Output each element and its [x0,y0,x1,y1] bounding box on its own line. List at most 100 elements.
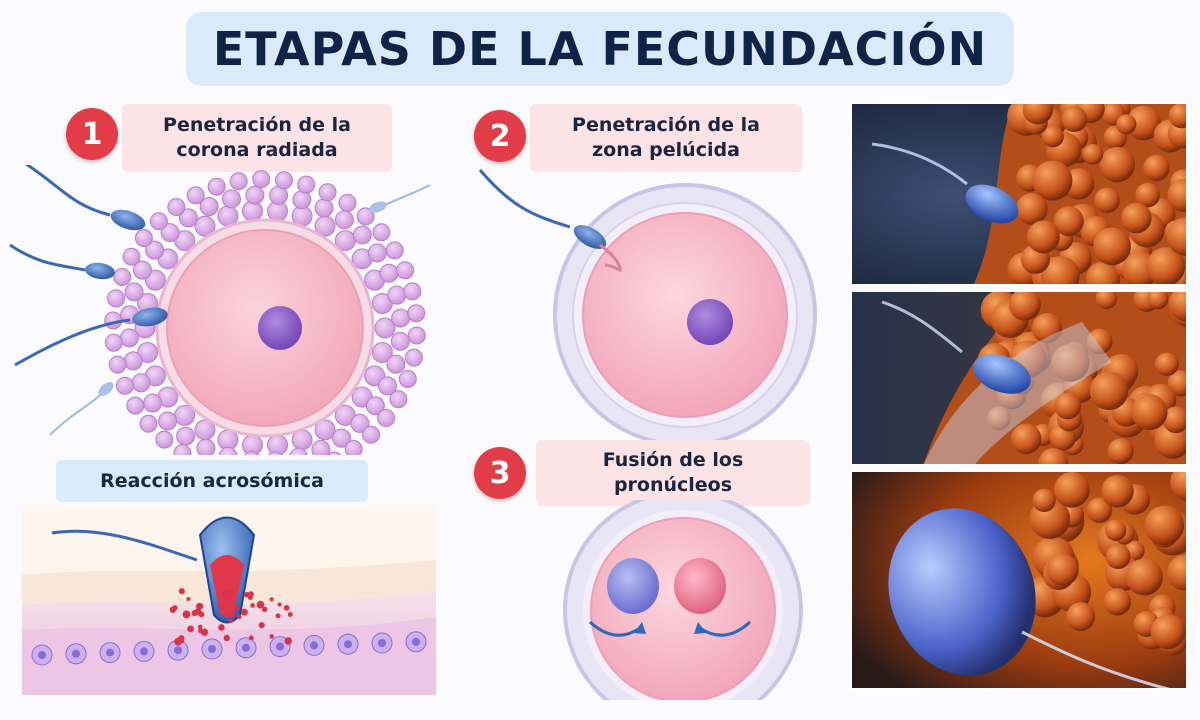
corona-cell [104,333,123,352]
corona-radiata-illustration [9,165,431,455]
corona-cell [344,439,363,455]
corona-cell [132,260,152,280]
corona-cell [122,247,141,266]
corona-cell [186,186,205,205]
cumulus-cell [1168,292,1186,322]
cumulus-cell [1032,313,1063,344]
cumulus-cell [1104,519,1127,541]
corona-cell [123,351,143,371]
membrane-cell-nucleus [344,640,352,649]
cumulus-cell [1053,206,1084,237]
cumulus-cell [1116,114,1137,135]
corona-cell [119,328,139,348]
cumulus-cell [1022,104,1054,125]
corona-cell [314,419,336,441]
corona-cell [108,355,127,374]
photo-sperm-head-1 [965,184,1019,224]
enzyme-dot [275,613,281,619]
cumulus-cell [1126,105,1161,141]
cumulus-cell [1143,154,1170,182]
corona-cell [396,261,415,280]
corona-cell [178,208,198,228]
corona-cell [314,198,334,218]
corona-cell [207,177,226,196]
enzyme-dot [178,588,185,595]
membrane-cell-nucleus [378,639,386,647]
corona-cell [387,285,407,305]
corona-cell [243,451,260,455]
membrane-cell-nucleus [38,651,46,659]
corona-cell [356,207,375,226]
corona-cell [196,438,216,455]
corona-cell [365,396,385,416]
corona-cell [173,444,192,455]
enzyme-dot [269,634,274,639]
step-2-badge: 2 [474,110,526,162]
enzyme-dot [182,610,191,619]
corona-cell [334,210,354,230]
corona-cell [407,326,426,345]
corona-cell [149,212,168,231]
corona-cell [158,411,178,431]
enzyme-dot [227,610,236,618]
cumulus-cell [1040,256,1080,284]
corona-cell [386,354,406,374]
cumulus-cell [1082,143,1104,165]
cumulus-cell [1066,602,1096,631]
corona-cell [398,370,417,389]
enzyme-dot [235,605,240,611]
cumulus-cell [1015,193,1048,225]
pronuclei-fusion-illustration [563,500,803,700]
photo-sperm-head-2 [973,354,1031,394]
cumulus-cell [1008,292,1041,321]
sperm-4 [49,382,114,436]
membrane-cell-nucleus [208,645,216,653]
corona-cells [104,170,426,455]
membrane-cell-nucleus [174,646,182,655]
step-2-label-line2: zona pelúcida [592,139,740,161]
corona-cell [289,447,308,455]
cumulus-cells-photo-3 [1024,472,1186,656]
male-pronucleus [607,558,659,614]
egg-nucleus [258,306,302,350]
enzyme-dot [217,602,225,610]
enzyme-dot [287,612,293,617]
zona-sperm-tail [478,169,571,229]
cumulus-cell [1054,472,1090,508]
step-1-label-line2: corona radiada [176,139,338,161]
cumulus-cell [1101,474,1134,508]
sperm-3 [14,307,168,367]
corona-cell [367,243,387,263]
corona-cell [267,451,283,455]
membrane-cell-nucleus [242,643,250,652]
cumulus-cell [1086,328,1113,355]
corona-cell [389,390,408,409]
corona-cell [379,263,399,283]
enzyme-dot [194,608,202,616]
enzyme-dot [227,590,234,597]
corona-cell [252,170,271,189]
cumulus-cell [1167,179,1186,212]
corona-cell [176,426,196,446]
corona-cell [311,440,331,455]
corona-cell [338,193,357,212]
corona-cell [134,228,153,247]
cumulus-cell [1170,472,1186,501]
cumulus-cells-photo-1 [1007,104,1186,284]
cumulus-cell [1103,588,1132,616]
corona-cell [199,196,219,216]
enzyme-dot [284,637,292,645]
corona-cell [115,376,134,395]
corona-cell [407,304,426,323]
corona-cell [131,373,151,393]
corona-cell [126,396,145,415]
cumulus-cell [1146,247,1186,284]
membrane-cell-nucleus [72,649,80,658]
membrane-cell-nucleus [412,637,420,646]
cumulus-cell [1085,261,1121,284]
cumulus-cell [1094,187,1120,214]
corona-cell [218,446,238,455]
cumulus-cell [1166,217,1186,256]
corona-cell [403,282,422,301]
cumulus-cell [1131,394,1168,431]
